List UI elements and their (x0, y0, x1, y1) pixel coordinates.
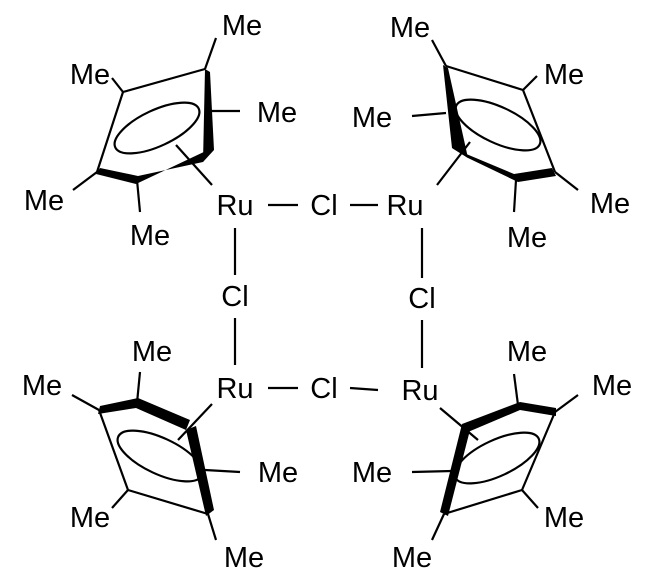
methyl-label: Me (70, 502, 110, 534)
bond-me (411, 469, 453, 474)
ring-wedge-front (452, 148, 556, 182)
bond-me (554, 171, 579, 191)
ring-bond (95, 91, 125, 173)
ring-bond (122, 67, 206, 94)
bond-me (203, 37, 218, 70)
ring-wedge-back (186, 426, 214, 516)
methyl-label: Me (24, 185, 64, 217)
bond-me (521, 489, 539, 509)
methyl-label: Me (390, 12, 430, 44)
ring-bond (127, 488, 209, 516)
bond-me (206, 513, 218, 541)
methyl-label: Me (222, 10, 262, 42)
bond-me (522, 75, 538, 91)
cp-star-top-left (72, 37, 240, 213)
atom-labels: Ru Ru Ru Ru Cl Cl Cl Cl Me Me Me Me Me M… (22, 10, 632, 574)
ring-wedge-front (98, 398, 190, 430)
ring-bond (97, 409, 130, 491)
ring-bond (520, 411, 557, 491)
ring-wedge-back (203, 69, 214, 162)
aromatic-ring (453, 431, 541, 485)
methyl-label: Me (22, 370, 62, 402)
atom-ru-bottom-right: Ru (401, 375, 438, 407)
atom-cl-top: Cl (310, 190, 337, 222)
bond-me (72, 171, 98, 191)
aromatic-ring (454, 98, 542, 152)
methyl-label: Me (592, 370, 632, 402)
bond-ring-ru (177, 403, 213, 441)
aromatic-ring (113, 101, 201, 155)
bond-ring-ru (175, 144, 213, 186)
ring-bond (445, 64, 524, 92)
atom-ru-top-left: Ru (216, 190, 253, 222)
aromatic-ring (116, 429, 204, 483)
methyl-label: Me (130, 220, 170, 252)
bond-ring-ru (436, 141, 471, 186)
methyl-label: Me (352, 102, 392, 134)
ring-wedge-front (462, 402, 556, 432)
bond-me (71, 394, 100, 411)
bond-me (512, 373, 520, 406)
cp-star-bottom-right (411, 373, 579, 541)
methyl-label: Me (544, 59, 584, 91)
methyl-label: Me (544, 502, 584, 534)
methyl-label: Me (352, 457, 392, 489)
bond-me (135, 179, 142, 213)
cp-star-bottom-left (71, 371, 241, 541)
methyl-label: Me (507, 222, 547, 254)
methyl-label: Me (507, 336, 547, 368)
ring-wedge-front (96, 150, 208, 184)
bond-me (204, 468, 241, 474)
methyl-label: Me (590, 188, 630, 220)
ru-cl-core (233, 203, 424, 392)
bond-ring-ru (439, 407, 479, 441)
bond-cl-bottom-ru4 (349, 386, 379, 392)
bond-me (512, 179, 518, 213)
bond-me (411, 111, 447, 118)
atom-cl-left: Cl (221, 281, 248, 313)
ring-bond (521, 89, 557, 173)
methyl-label: Me (257, 97, 297, 129)
atom-cl-bottom: Cl (310, 373, 337, 405)
methyl-label: Me (392, 542, 432, 574)
atom-cl-right: Cl (408, 283, 435, 315)
methyl-label: Me (70, 59, 110, 91)
methyl-label: Me (258, 457, 298, 489)
methyl-label: Me (224, 542, 264, 574)
ring-bond (443, 488, 523, 516)
bond-me (111, 489, 129, 509)
bond-me (431, 39, 447, 67)
bond-me (135, 371, 142, 404)
atom-ru-top-right: Ru (386, 190, 423, 222)
bond-me (554, 394, 579, 413)
cp-star-top-right (411, 39, 579, 213)
methyl-label: Me (132, 336, 172, 368)
bond-me (111, 77, 124, 93)
bond-me (431, 513, 445, 541)
atom-ru-bottom-left: Ru (216, 373, 253, 405)
